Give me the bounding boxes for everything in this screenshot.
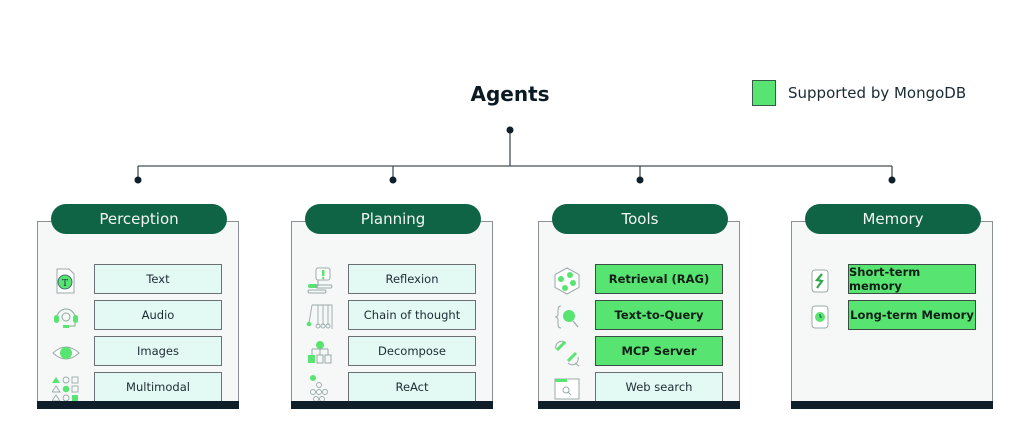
list-item: MCP Server [539,336,739,372]
root-node [506,126,514,134]
item-multimodal: Multimodal [94,372,222,402]
speech-alert-icon [307,267,333,294]
bolt-jar-icon [811,269,829,293]
dots-cluster-icon [310,375,328,402]
panel: Reflexion Chain of thought [291,221,493,409]
browser-search-icon [554,378,580,400]
item-audio: Audio [94,300,222,330]
list-item: Long-term Memory [792,300,992,336]
clock-jar-icon [811,305,829,329]
tree-connectors [134,126,896,184]
item-text: Text [94,264,222,294]
shapes-grid-icon [52,376,79,402]
list-item: Multimodal [38,372,238,408]
category-header: Perception [51,204,227,234]
panel: Short-term memory Long-term Memory [791,221,993,409]
list-item: Text-to-Query [539,300,739,336]
node-perception [134,176,142,184]
list-item: Short-term memory [792,264,992,300]
panel-footer [291,401,493,409]
item-react: ReAct [348,372,476,402]
panel-footer [538,401,740,409]
panel: Retrieval (RAG) Text-to-Query MC [538,221,740,409]
legend-label: Supported by MongoDB [788,84,967,102]
svg-text:T: T [62,279,68,289]
panel: T Text Audio Images [37,221,239,409]
hexagon-nodes-icon [554,267,580,295]
list-item: Images [38,336,238,372]
hierarchy-icon [308,341,332,364]
item-long-term-memory: Long-term Memory [848,300,976,330]
list-item: Chain of thought [292,300,492,336]
list-item: Retrieval (RAG) [539,264,739,300]
list-item: ReAct [292,372,492,408]
item-web-search: Web search [595,372,723,402]
item-reflexion: Reflexion [348,264,476,294]
node-tools [636,176,644,184]
text-document-icon: T [56,268,75,294]
panel-footer [791,401,993,409]
category-header: Planning [305,204,481,234]
category-header: Memory [805,204,981,234]
item-retrieval-rag: Retrieval (RAG) [595,264,723,294]
item-chain-of-thought: Chain of thought [348,300,476,330]
item-mcp-server: MCP Server [595,336,723,366]
node-memory [888,176,896,184]
braces-search-icon [554,305,579,329]
panel-footer [37,401,239,409]
list-item: Audio [38,300,238,336]
legend: Supported by MongoDB [752,80,966,106]
plug-connector-icon [555,340,580,367]
item-short-term-memory: Short-term memory [848,264,976,294]
eye-icon [52,346,80,360]
list-item: T Text [38,264,238,300]
legend-swatch [752,80,776,106]
list-item: Reflexion [292,264,492,300]
node-planning [389,176,397,184]
category-header: Tools [552,204,728,234]
diagram-title: Agents [470,82,550,106]
item-images: Images [94,336,222,366]
list-item: Decompose [292,336,492,372]
item-decompose: Decompose [348,336,476,366]
item-text-to-query: Text-to-Query [595,300,723,330]
newton-cradle-icon [306,304,333,329]
headset-icon [54,308,78,328]
